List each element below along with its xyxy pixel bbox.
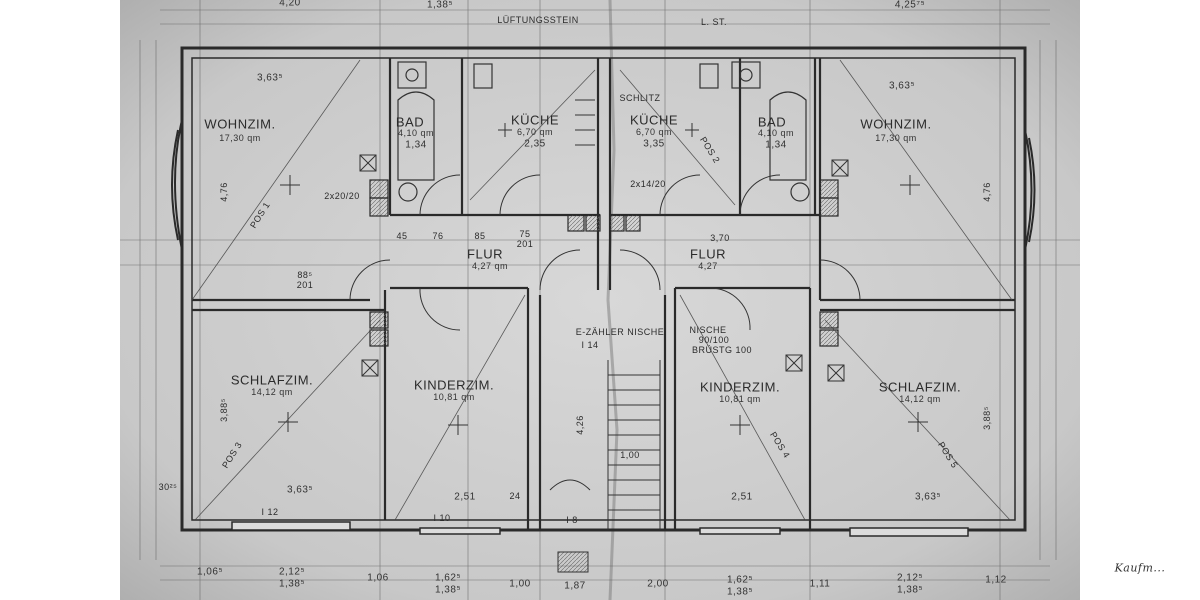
room-area-wohnzimmer-right: 17,30 qm	[875, 133, 917, 143]
label-wall-i14: I 14	[581, 340, 599, 350]
flur-dim-76: 76	[432, 231, 444, 241]
side-height-2: 3,88⁵	[219, 398, 229, 422]
room-width-wohnzimmer-right: 3,63⁵	[888, 80, 916, 92]
bottom-dim-11: 1,38⁵	[726, 586, 754, 598]
blueprint-photo: WOHNZIM. 17,30 qm 3,63⁵ BAD 4,10 qm 1,34…	[120, 0, 1080, 600]
flur-dim-right: 3,70	[710, 233, 730, 243]
side-height-3: 4,76	[982, 182, 992, 202]
door-dim-88: 88⁵	[297, 270, 313, 280]
label-zaehler-nische: E-ZÄHLER NISCHE	[575, 327, 665, 337]
room-label-kueche-left: KÜCHE	[510, 112, 560, 128]
room-area-kinderzimmer-left: 10,81 qm	[433, 392, 475, 402]
room-label-kinderzimmer-right: KINDERZIM.	[699, 379, 781, 395]
bottom-dim-4: 1,06	[367, 572, 389, 584]
bottom-dim-7: 1,00	[509, 578, 531, 590]
top-dim-3: 4,25⁷⁵	[894, 0, 926, 11]
room-area-schlafzimmer-left: 14,12 qm	[251, 387, 293, 397]
room-label-wohnzimmer-left: WOHNZIM.	[204, 116, 276, 132]
room-area-kinderzimmer-right: 10,81 qm	[719, 394, 761, 404]
room-label-flur-right: FLUR	[690, 246, 726, 262]
room-label-schlafzimmer-left: SCHLAFZIM.	[230, 372, 314, 388]
room-width-kinderzimmer-right: 2,51	[731, 491, 753, 503]
wall-thickness-5: 30²⁵	[158, 482, 178, 492]
room-area-flur-left: 4,27 qm	[471, 261, 509, 271]
label-schlitz: SCHLITZ	[619, 93, 661, 103]
bottom-dim-2: 2,12⁵	[278, 566, 306, 578]
flur-dim-75: 75	[519, 229, 531, 239]
side-bay-windows	[171, 119, 1036, 251]
room-width-schlafzimmer-right: 3,63⁵	[914, 491, 942, 503]
bottom-dim-10: 1,62⁵	[726, 574, 754, 586]
room-label-bad-right: BAD	[757, 114, 787, 130]
bottom-dim-15: 1,12	[985, 574, 1007, 586]
top-dim-1: 4,20	[279, 0, 301, 9]
room-label-kueche-right: KÜCHE	[629, 112, 679, 128]
bottom-dim-5: 1,62⁵	[434, 572, 462, 584]
signature: Kaufm...	[1114, 561, 1166, 575]
room-area-bad-right: 4,10 qm	[757, 128, 795, 138]
wall-thickness-1: I 12	[261, 507, 279, 517]
staircase	[549, 99, 661, 573]
label-stair-dim: 4,26	[575, 415, 585, 435]
interior-walls	[192, 58, 1015, 530]
flur-dim-45: 45	[396, 231, 408, 241]
ceiling-diagonals	[191, 59, 1013, 521]
room-width-wohnzimmer-left: 3,63⁵	[256, 72, 284, 84]
door-dim-201: 201	[296, 280, 314, 290]
bottom-dim-12: 1,11	[809, 578, 831, 590]
room-area-schlafzimmer-right: 14,12 qm	[899, 394, 941, 404]
flur-dim-85: 85	[474, 231, 486, 241]
room-area-flur-right: 4,27	[698, 261, 718, 271]
label-stair-width: 1,00	[620, 450, 640, 460]
flur-dim-201: 201	[516, 239, 534, 249]
room-width-kinderzimmer-left: 2,51	[454, 491, 476, 503]
room-label-wohnzimmer-right: WOHNZIM.	[860, 116, 932, 132]
room-label-schlafzimmer-right: SCHLAFZIM.	[878, 379, 962, 395]
bottom-dim-6: 1,38⁵	[434, 584, 462, 596]
bottom-dim-8: 1,87	[564, 580, 586, 592]
ceiling-light-marks	[278, 123, 928, 435]
wall-thickness-2: I 10	[433, 513, 451, 523]
top-dim-2: 1,38⁵	[426, 0, 454, 11]
room-dim-bad-right: 1,34	[765, 139, 787, 151]
bath-fixtures	[397, 61, 810, 202]
window-dim-left: 2x20/20	[324, 191, 360, 201]
side-height-4: 3,88⁵	[982, 406, 992, 430]
room-area-kueche-left: 6,70 qm	[516, 127, 554, 137]
room-label-flur-left: FLUR	[467, 246, 503, 262]
floor-plan-drawing	[120, 0, 1080, 600]
label-luftschacht: L. ST.	[700, 17, 728, 27]
room-dim-kueche-right: 3,35	[643, 138, 665, 150]
window-dim-right: 2x14/20	[630, 179, 666, 189]
room-area-kueche-right: 6,70 qm	[635, 127, 673, 137]
bottom-windows	[231, 521, 969, 537]
bottom-dim-1: 1,06⁵	[196, 566, 224, 578]
room-area-wohnzimmer-left: 17,30 qm	[219, 133, 261, 143]
wall-thickness-3: I 8	[566, 515, 578, 525]
bottom-dim-14: 1,38⁵	[896, 584, 924, 596]
room-dim-bad-left: 1,34	[405, 139, 427, 151]
room-width-schlafzimmer-left: 3,63⁵	[286, 484, 314, 496]
room-dim-kueche-left: 2,35	[524, 138, 546, 150]
room-area-bad-left: 4,10 qm	[397, 128, 435, 138]
label-nische: NISCHE	[689, 325, 727, 335]
side-height-1: 4,76	[219, 182, 229, 202]
room-label-kinderzimmer-left: KINDERZIM.	[413, 377, 495, 393]
label-lueftungsstein: LÜFTUNGSSTEIN	[497, 15, 579, 25]
bottom-dim-9: 2,00	[647, 578, 669, 590]
fold-crease	[606, 0, 619, 600]
shaft-marks	[359, 154, 849, 382]
bottom-dim-13: 2,12⁵	[896, 572, 924, 584]
chimney-blocks	[369, 179, 839, 347]
room-label-bad-left: BAD	[395, 114, 425, 130]
label-nische-dim: 90/100	[698, 335, 730, 345]
bottom-dim-3: 1,38⁵	[278, 578, 306, 590]
label-bruestung: BRÜSTG 100	[691, 345, 753, 355]
door-swings	[349, 174, 861, 331]
wall-thickness-4: 24	[509, 491, 521, 501]
